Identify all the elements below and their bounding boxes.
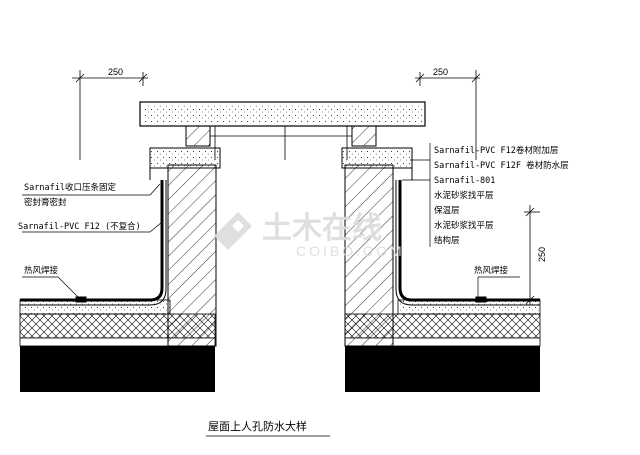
left-note-weld: 热风焊接 (24, 265, 59, 276)
hatch-cover-assembly (139, 101, 426, 180)
dim-right-top (415, 70, 481, 160)
left-structural-slab (20, 346, 215, 392)
drawing-title: 屋面上人孔防水大样 (208, 419, 307, 433)
left-leaders (22, 183, 163, 298)
right-note-weld: 热风焊接 (474, 265, 509, 276)
dim-right-top-label: 250 (433, 67, 448, 77)
left-screed-layer (19, 299, 171, 315)
right-upstand-wall (344, 164, 394, 347)
right-note-layer-1: Sarnafil-PVC F12卷材附加层 (434, 145, 558, 156)
right-curb-cap (341, 147, 413, 169)
left-membrane (20, 180, 167, 306)
left-note-membrane: Sarnafil-PVC F12 (不复合) (18, 221, 141, 232)
right-layer-notes: Sarnafil-PVC F12卷材附加层 Sarnafil-PVC F12F … (434, 145, 569, 246)
right-note-layer-5: 保温层 (434, 205, 460, 216)
right-screed-layer (397, 299, 541, 315)
watermark: 土木在线 COIBO.COM (214, 212, 405, 259)
right-note-layer-3: Sarnafil-801 (434, 176, 495, 186)
right-structural-slab (345, 346, 540, 392)
left-upstand-wall (167, 164, 217, 347)
left-note-cap-strip-2: 密封膏密封 (24, 197, 67, 208)
watermark-subtext: COIBO.COM (296, 243, 405, 259)
left-note-cap-strip-1: Sarnafil收口压条固定 (24, 182, 116, 193)
left-weld-mark (75, 296, 87, 303)
right-note-layer-6: 水泥砂浆找平层 (434, 220, 494, 231)
left-curb-cap (149, 147, 221, 169)
dim-left-top-label: 250 (108, 67, 123, 77)
dim-right-vertical-label: 250 (537, 247, 547, 262)
right-note-layer-4: 水泥砂浆找平层 (434, 190, 494, 201)
watermark-text: 土木在线 (262, 212, 382, 245)
right-roof-layers (344, 299, 541, 392)
dim-left-top (72, 70, 148, 160)
dim-right-vertical (524, 205, 540, 305)
right-note-layer-7: 结构层 (434, 235, 460, 246)
right-note-layer-2: Sarnafil-PVC F12F 卷材防水层 (434, 160, 569, 171)
right-weld-mark (475, 296, 487, 303)
right-membrane (395, 180, 540, 306)
right-leaders (402, 143, 520, 298)
watermark-logo-icon (214, 212, 252, 250)
